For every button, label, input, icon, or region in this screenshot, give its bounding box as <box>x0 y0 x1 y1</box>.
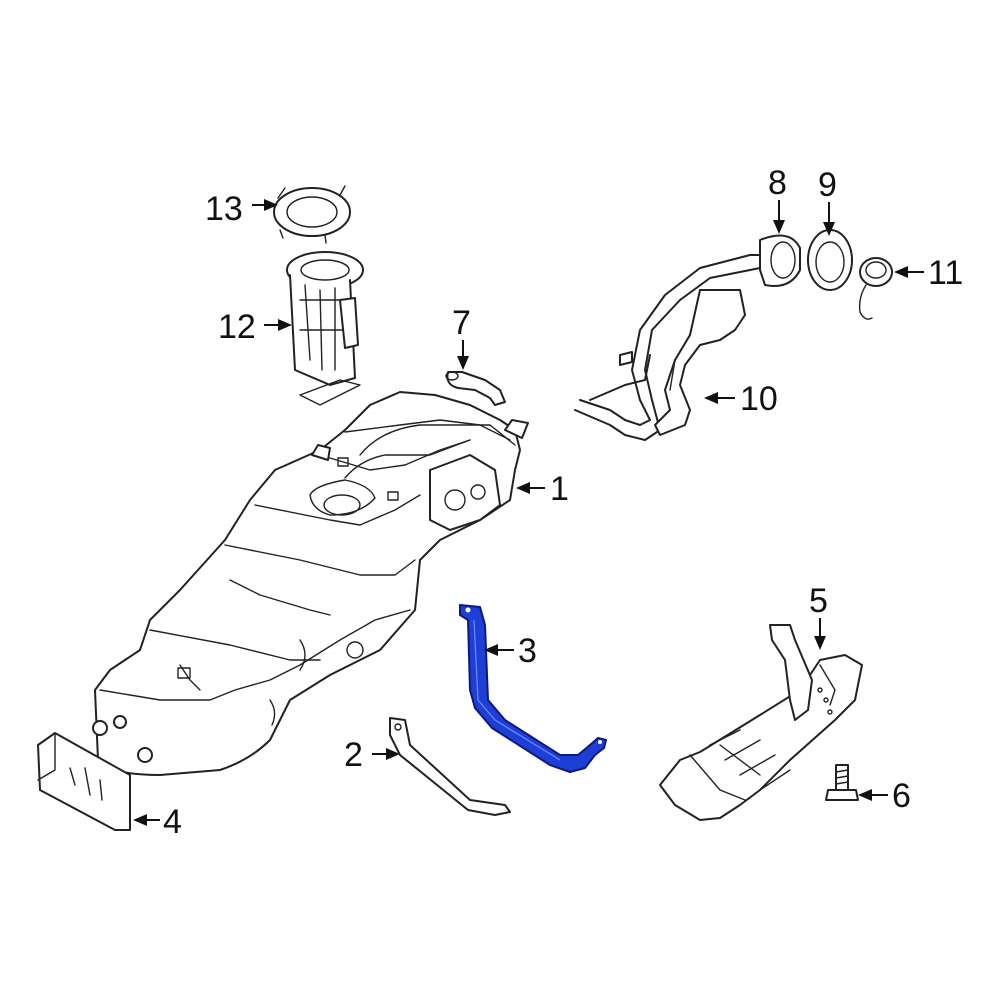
callout-13[interactable]: 13 <box>205 190 278 228</box>
callout-label-13: 13 <box>205 190 243 228</box>
callout-label-2: 2 <box>344 736 363 774</box>
callout-label-12: 12 <box>218 308 256 346</box>
callout-label-8: 8 <box>768 164 787 202</box>
callout-8[interactable]: 8 <box>768 164 787 234</box>
callout-11[interactable]: 11 <box>894 254 963 292</box>
fuel-cap[interactable] <box>858 257 893 320</box>
fuel-pump-module[interactable] <box>286 251 364 406</box>
filler-neck[interactable] <box>574 234 801 441</box>
callout-label-5: 5 <box>809 582 828 620</box>
callout-label-4: 4 <box>163 803 182 841</box>
bolt[interactable] <box>825 764 859 801</box>
gasket-ring[interactable] <box>807 229 853 291</box>
fuel-tank[interactable] <box>92 391 529 776</box>
tank-strap-left[interactable] <box>389 717 511 816</box>
lock-ring[interactable] <box>273 185 351 244</box>
callout-label-1: 1 <box>550 470 569 508</box>
callout-label-6: 6 <box>892 777 911 815</box>
callout-label-11: 11 <box>928 254 963 292</box>
callout-label-10: 10 <box>740 380 778 418</box>
heat-shield-front[interactable] <box>37 732 131 831</box>
callout-3[interactable]: 3 <box>484 632 537 670</box>
callout-5[interactable]: 5 <box>809 582 828 650</box>
callout-label-9: 9 <box>818 166 837 204</box>
callout-4[interactable]: 4 <box>133 803 182 841</box>
callout-label-3: 3 <box>518 632 537 670</box>
callout-7[interactable]: 7 <box>452 304 471 370</box>
vent-hose[interactable] <box>445 371 506 406</box>
callout-2[interactable]: 2 <box>344 736 400 774</box>
callout-9[interactable]: 9 <box>818 166 837 236</box>
tank-strap-highlighted[interactable] <box>459 604 607 773</box>
callout-6[interactable]: 6 <box>858 777 911 815</box>
callout-1[interactable]: 1 <box>516 470 569 508</box>
filler-splash-shield[interactable] <box>654 289 746 436</box>
callout-label-7: 7 <box>452 304 471 342</box>
callout-10[interactable]: 10 <box>704 380 778 418</box>
heat-shield-rear[interactable] <box>659 624 863 821</box>
callout-12[interactable]: 12 <box>218 308 292 346</box>
